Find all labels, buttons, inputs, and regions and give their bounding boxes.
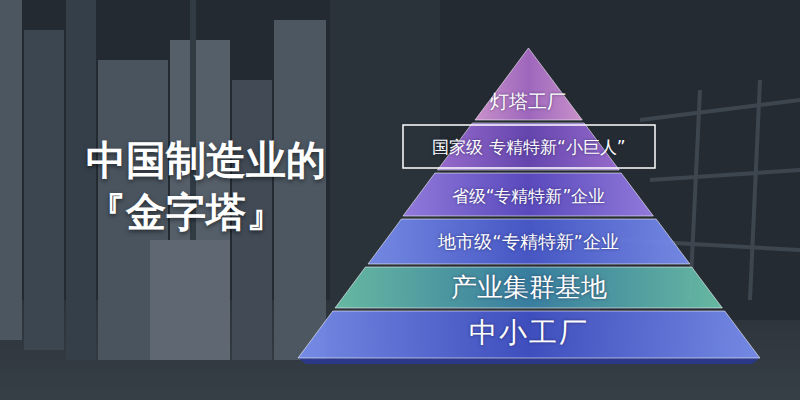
band-fill [335,267,722,308]
band-fill [368,219,690,264]
pyramid-band: 中小工厂 [298,311,760,358]
band-label: 省级“专精特新”企业 [452,186,606,206]
band-label: 灯塔工厂 [490,90,566,113]
pyramid-band: 产业集群基地 [335,267,722,308]
pyramid-band: 灯塔工厂 [475,48,582,120]
band-fill [475,48,582,120]
band-label: 国家级 专精特新“小巨人” [432,137,625,157]
band-fill [403,173,653,216]
highlight-frame [403,125,655,168]
band-label: 产业集群基地 [451,272,607,303]
pyramid-band: 国家级 专精特新“小巨人” [402,123,656,170]
band-label: 地市级“专精特新”企业 [438,231,619,253]
title: 中国制造业的 『金字塔』 [86,134,354,238]
pyramid-band: 地市级“专精特新”企业 [368,219,690,264]
pyramid-band: 省级“专精特新”企业 [403,173,653,216]
band-fill [298,311,760,358]
band-label: 中小工厂 [469,316,589,350]
